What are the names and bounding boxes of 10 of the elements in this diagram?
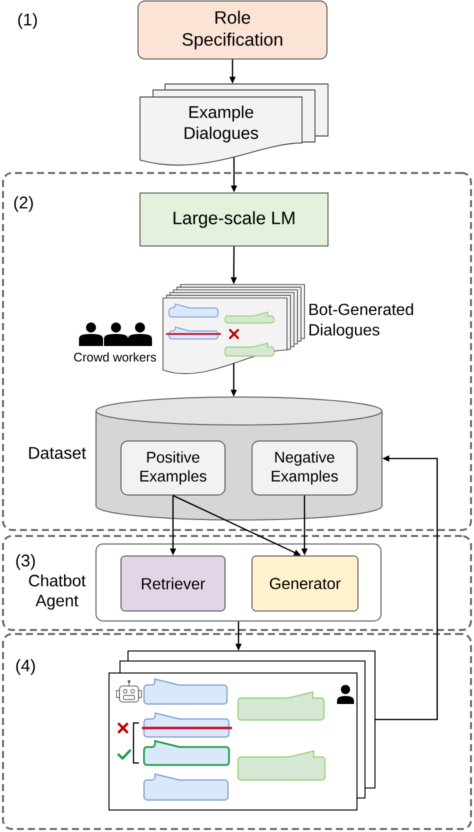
box-heading: Chatbot Agent [29, 574, 86, 610]
process-box: Generator [252, 556, 358, 612]
section-number: (1) [18, 13, 37, 29]
stack-caption: Bot-Generated Dialogues [310, 303, 414, 339]
cylinder-label: Dataset [29, 447, 86, 459]
process-box: Large-scale LM [140, 192, 328, 246]
process-box: Retriever [120, 556, 226, 612]
rounded-box: Role Specification [138, 0, 328, 60]
section-frame: (4) [2, 633, 472, 830]
document-stack: Example Dialogues [140, 84, 328, 166]
